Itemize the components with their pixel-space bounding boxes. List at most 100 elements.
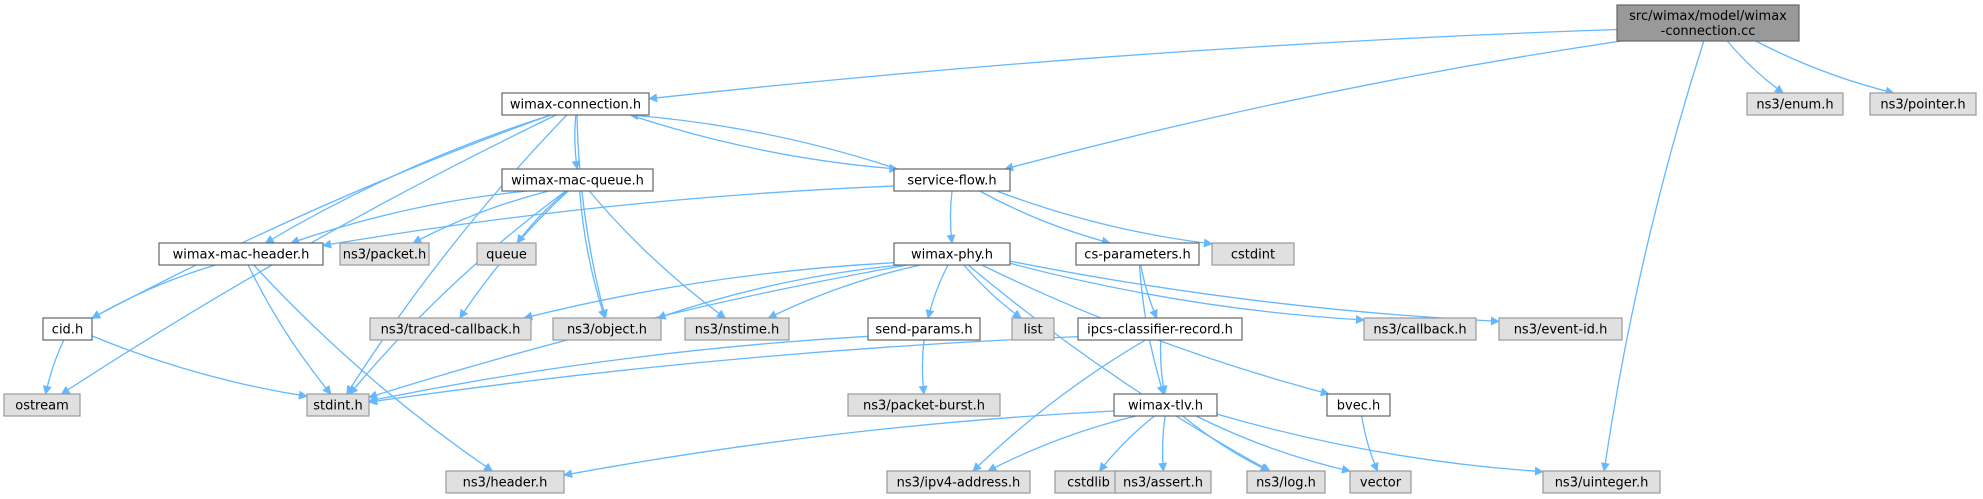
edge-wimax-tlv-to-cstdlib	[1098, 415, 1155, 472]
edge-cs-params-to-ipcs	[1140, 264, 1158, 319]
node-mac-header[interactable]: wimax-mac-header.h	[158, 242, 324, 266]
node-label: wimax-phy.h	[911, 248, 993, 263]
node-box	[1077, 317, 1243, 341]
node-label: ns3/log.h	[1256, 476, 1316, 491]
node-label: queue	[486, 248, 527, 263]
node-label: ns3/pointer.h	[1880, 98, 1965, 113]
node-service-flow[interactable]: service-flow.h	[893, 168, 1011, 192]
edge-service-flow-to-cstdint	[996, 190, 1213, 248]
node-label: send-params.h	[875, 323, 972, 338]
edge-wimax-phy-to-callback	[1009, 262, 1365, 325]
node-callback: ns3/callback.h	[1363, 317, 1477, 341]
node-root[interactable]: src/wimax/model/wimax-connection.cc	[1616, 4, 1800, 42]
node-box	[1746, 92, 1844, 116]
node-ostream: ostream	[3, 393, 81, 417]
node-cstdlib: cstdlib	[1054, 470, 1123, 494]
node-vector: vector	[1349, 470, 1412, 494]
node-label: -connection.cc	[1661, 24, 1756, 39]
node-uinteger: ns3/uinteger.h	[1542, 470, 1661, 494]
node-label: vector	[1360, 476, 1402, 491]
node-box	[1363, 317, 1477, 341]
node-label: wimax-connection.h	[510, 98, 641, 113]
node-log: ns3/log.h	[1246, 470, 1326, 494]
edge-wimax-phy-to-send-params	[925, 264, 949, 319]
node-box	[476, 242, 537, 266]
node-enum: ns3/enum.h	[1746, 92, 1844, 116]
edge-wimax-connection-to-object	[576, 114, 608, 319]
node-send-params[interactable]: send-params.h	[867, 317, 981, 341]
node-assert: ns3/assert.h	[1114, 470, 1212, 494]
edge-wimax-connection-to-mac-queue	[571, 114, 581, 170]
node-queue: queue	[476, 242, 537, 266]
node-mac-queue[interactable]: wimax-mac-queue.h	[501, 168, 654, 192]
node-box	[1075, 242, 1200, 266]
edge-mac-queue-to-mac-header	[290, 190, 528, 245]
edge-wimax-phy-to-object	[656, 264, 902, 320]
node-box	[552, 317, 662, 341]
node-box	[42, 317, 93, 341]
edge-wimax-phy-to-event-id	[1009, 260, 1500, 326]
edge-wimax-phy-to-log	[967, 264, 1271, 472]
edge-wimax-connection-to-stdint	[346, 114, 568, 395]
node-event-id: ns3/event-id.h	[1498, 317, 1623, 341]
node-wimax-phy[interactable]: wimax-phy.h	[893, 242, 1011, 266]
node-label: ns3/uinteger.h	[1555, 476, 1649, 491]
node-box	[1011, 317, 1055, 341]
node-wimax-tlv[interactable]: wimax-tlv.h	[1113, 393, 1218, 417]
node-label: wimax-tlv.h	[1128, 399, 1203, 414]
edge-root-to-service-flow	[1004, 40, 1622, 172]
edge-root-to-wimax-connection	[648, 28, 1618, 103]
node-list: list	[1011, 317, 1055, 341]
edge-cid-to-ostream	[42, 339, 65, 395]
node-box	[847, 393, 1001, 417]
edge-mac-queue-to-packet	[412, 190, 549, 244]
edge-bvec-to-vector	[1360, 415, 1379, 472]
node-box	[3, 393, 81, 417]
node-label: ns3/traced-callback.h	[381, 323, 521, 338]
node-label: wimax-mac-queue.h	[511, 174, 644, 189]
edge-wimax-phy-to-nstime	[767, 264, 921, 319]
node-box	[306, 393, 370, 417]
node-label: cs-parameters.h	[1084, 248, 1190, 263]
node-label: src/wimax/model/wimax	[1629, 9, 1787, 24]
node-ipcs[interactable]: ipcs-classifier-record.h	[1077, 317, 1243, 341]
node-box	[1349, 470, 1412, 494]
edge-wimax-tlv-to-log	[1182, 415, 1270, 472]
node-nstime: ns3/nstime.h	[684, 317, 790, 341]
node-label: ostream	[15, 399, 69, 414]
node-ipv4-address: ns3/ipv4-address.h	[886, 470, 1031, 494]
node-box	[501, 92, 650, 116]
node-packet-burst: ns3/packet-burst.h	[847, 393, 1001, 417]
node-label: ns3/nstime.h	[695, 323, 779, 338]
node-box	[1326, 393, 1391, 417]
node-label: ns3/event-id.h	[1514, 323, 1608, 338]
node-bvec[interactable]: bvec.h	[1326, 393, 1391, 417]
node-cid[interactable]: cid.h	[42, 317, 93, 341]
edge-ipcs-to-ipv4-address	[972, 339, 1146, 472]
node-label: ns3/callback.h	[1373, 323, 1466, 338]
node-wimax-connection[interactable]: wimax-connection.h	[501, 92, 650, 116]
node-object: ns3/object.h	[552, 317, 662, 341]
node-cs-params[interactable]: cs-parameters.h	[1075, 242, 1200, 266]
node-cstdint: cstdint	[1211, 242, 1295, 266]
node-box	[1114, 470, 1212, 494]
edge-root-to-enum	[1726, 40, 1784, 94]
node-box	[893, 242, 1011, 266]
edge-send-params-to-stdint	[368, 335, 869, 404]
node-label: cstdint	[1231, 248, 1275, 263]
node-box	[893, 168, 1011, 192]
node-packet: ns3/packet.h	[339, 242, 430, 266]
node-label: ns3/packet.h	[343, 248, 427, 263]
edge-wimax-phy-to-list	[963, 264, 1022, 319]
node-header: ns3/header.h	[445, 470, 565, 494]
node-box	[1113, 393, 1218, 417]
edge-wimax-tlv-to-vector	[1195, 415, 1351, 474]
edge-service-flow-to-mac-header	[322, 185, 895, 249]
edge-service-flow-to-wimax-phy	[946, 190, 956, 244]
edge-wimax-tlv-to-uinteger	[1216, 413, 1544, 476]
node-label: ns3/assert.h	[1123, 476, 1203, 491]
edge-wimax-connection-to-cid	[91, 114, 551, 319]
edge-root-to-pointer	[1755, 40, 1895, 96]
edge-mac-header-to-stdint	[247, 264, 332, 395]
